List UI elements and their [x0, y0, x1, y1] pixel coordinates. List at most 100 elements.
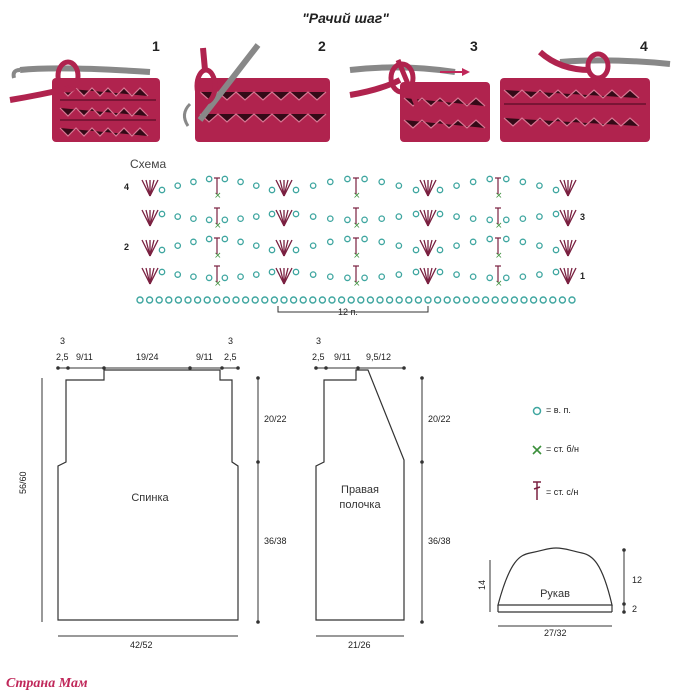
double-crochet-stitch [149, 239, 159, 257]
chain-stitch [519, 178, 527, 186]
chain-stitch [237, 178, 244, 186]
chain-stitch [436, 210, 444, 218]
chain-stitch [158, 186, 166, 194]
chain-stitch [469, 178, 477, 186]
chain-stitch [174, 296, 183, 304]
double-crochet-stitch [427, 267, 437, 285]
chain-stitch [252, 242, 260, 250]
back-side-height: 36/38 [264, 536, 287, 546]
chain-stitch [205, 175, 213, 183]
chain-stitch [395, 242, 403, 250]
chain-stitch [158, 210, 166, 218]
chain-stitch [395, 213, 403, 220]
front-piece-label-line2: полочка [339, 499, 381, 511]
chain-icon [532, 406, 542, 416]
chain-stitch [155, 296, 163, 304]
chain-stitch [237, 273, 244, 281]
chain-stitch [436, 186, 444, 194]
chain-stitch [519, 215, 527, 223]
double-crochet-stitch [567, 209, 577, 227]
chain-stitch [510, 296, 519, 304]
chain-stitch [344, 175, 351, 183]
double-crochet-stitch [145, 239, 151, 257]
chain-stitch [481, 296, 490, 304]
chain-stitch [261, 296, 269, 304]
sleeve-outline [497, 547, 613, 606]
chain-stitch [344, 216, 351, 224]
sleeve-cap-height-right: 12 [632, 575, 643, 585]
chain-stitch [536, 182, 543, 190]
front-piece-outline [315, 369, 405, 621]
chain-stitch [190, 178, 197, 186]
chain-stitch [292, 210, 300, 218]
chain-stitch [268, 210, 276, 218]
double-crochet-stitch [427, 179, 437, 197]
chain-stitch [469, 215, 477, 223]
chain-stitch [502, 235, 510, 243]
single-crochet-stitch: × [214, 191, 222, 201]
double-crochet-stitch [427, 209, 437, 227]
double-crochet-stitch [423, 239, 429, 257]
double-crochet-stitch [279, 179, 285, 197]
single-crochet-stitch: × [495, 191, 503, 201]
legend-symbols [532, 406, 542, 500]
double-crochet-stitch [423, 267, 429, 285]
double-crochet-stitch [563, 239, 569, 257]
single-crochet-stitch: × [214, 221, 222, 231]
sleeve-width: 27/32 [544, 628, 567, 638]
chain-stitch [453, 271, 460, 278]
chain-stitch [221, 175, 229, 183]
chain-stitch [344, 235, 351, 243]
chain-stitch [252, 271, 260, 278]
back-dim-2-5-left: 2,5 [56, 352, 69, 362]
chain-stitch [486, 175, 494, 183]
chain-stitch [414, 296, 423, 304]
back-dim-2-5-right: 2,5 [224, 352, 237, 362]
back-dim-shoulder-left: 9/11 [76, 352, 93, 362]
double-crochet-stitch [279, 209, 285, 227]
back-total-height: 56/60 [18, 471, 28, 494]
repeat-bracket [277, 306, 429, 313]
chain-stitch [486, 235, 494, 243]
chain-stitch [205, 216, 213, 224]
double-crochet-stitch [283, 209, 293, 227]
chain-stitch [347, 296, 355, 304]
chain-stitch [289, 296, 298, 304]
chain-stitch [309, 182, 317, 190]
double-crochet-stitch [279, 239, 285, 257]
chain-stitch [145, 296, 154, 304]
chain-stitch [502, 175, 510, 183]
chain-stitch [193, 296, 202, 304]
double-crochet-stitch [149, 209, 159, 227]
chain-stitch [221, 235, 229, 243]
chain-stitch [412, 210, 420, 218]
back-dim-3-right: 3 [228, 336, 234, 346]
chain-stitch [502, 216, 510, 224]
step-number-4: 4 [640, 38, 648, 54]
double-crochet-stitch [149, 179, 159, 197]
double-crochet-stitch [567, 179, 577, 197]
chain-stitch [268, 268, 276, 276]
double-crochet-stitch [283, 179, 293, 197]
chain-stitch [221, 274, 229, 282]
chain-stitch [568, 296, 576, 304]
double-crochet-stitch [563, 267, 569, 285]
double-crochet-stitch [279, 267, 285, 285]
chain-stitch [486, 216, 494, 224]
chain-stitch [268, 186, 276, 194]
chain-stitch [158, 246, 166, 254]
chain-stitch [552, 268, 560, 276]
chain-stitch [462, 296, 471, 304]
back-piece-outline [57, 369, 239, 621]
watermark-text: Страна Мам [6, 676, 88, 691]
chain-stitch [292, 186, 300, 194]
double-crochet-stitch [283, 239, 293, 257]
chain-stitch [361, 274, 368, 282]
step-3-illustration [349, 59, 490, 142]
sleeve-cuff-height: 2 [632, 604, 638, 614]
chain-stitch [501, 296, 509, 304]
step-number-1: 1 [152, 38, 160, 54]
step-2-illustration [183, 43, 330, 142]
